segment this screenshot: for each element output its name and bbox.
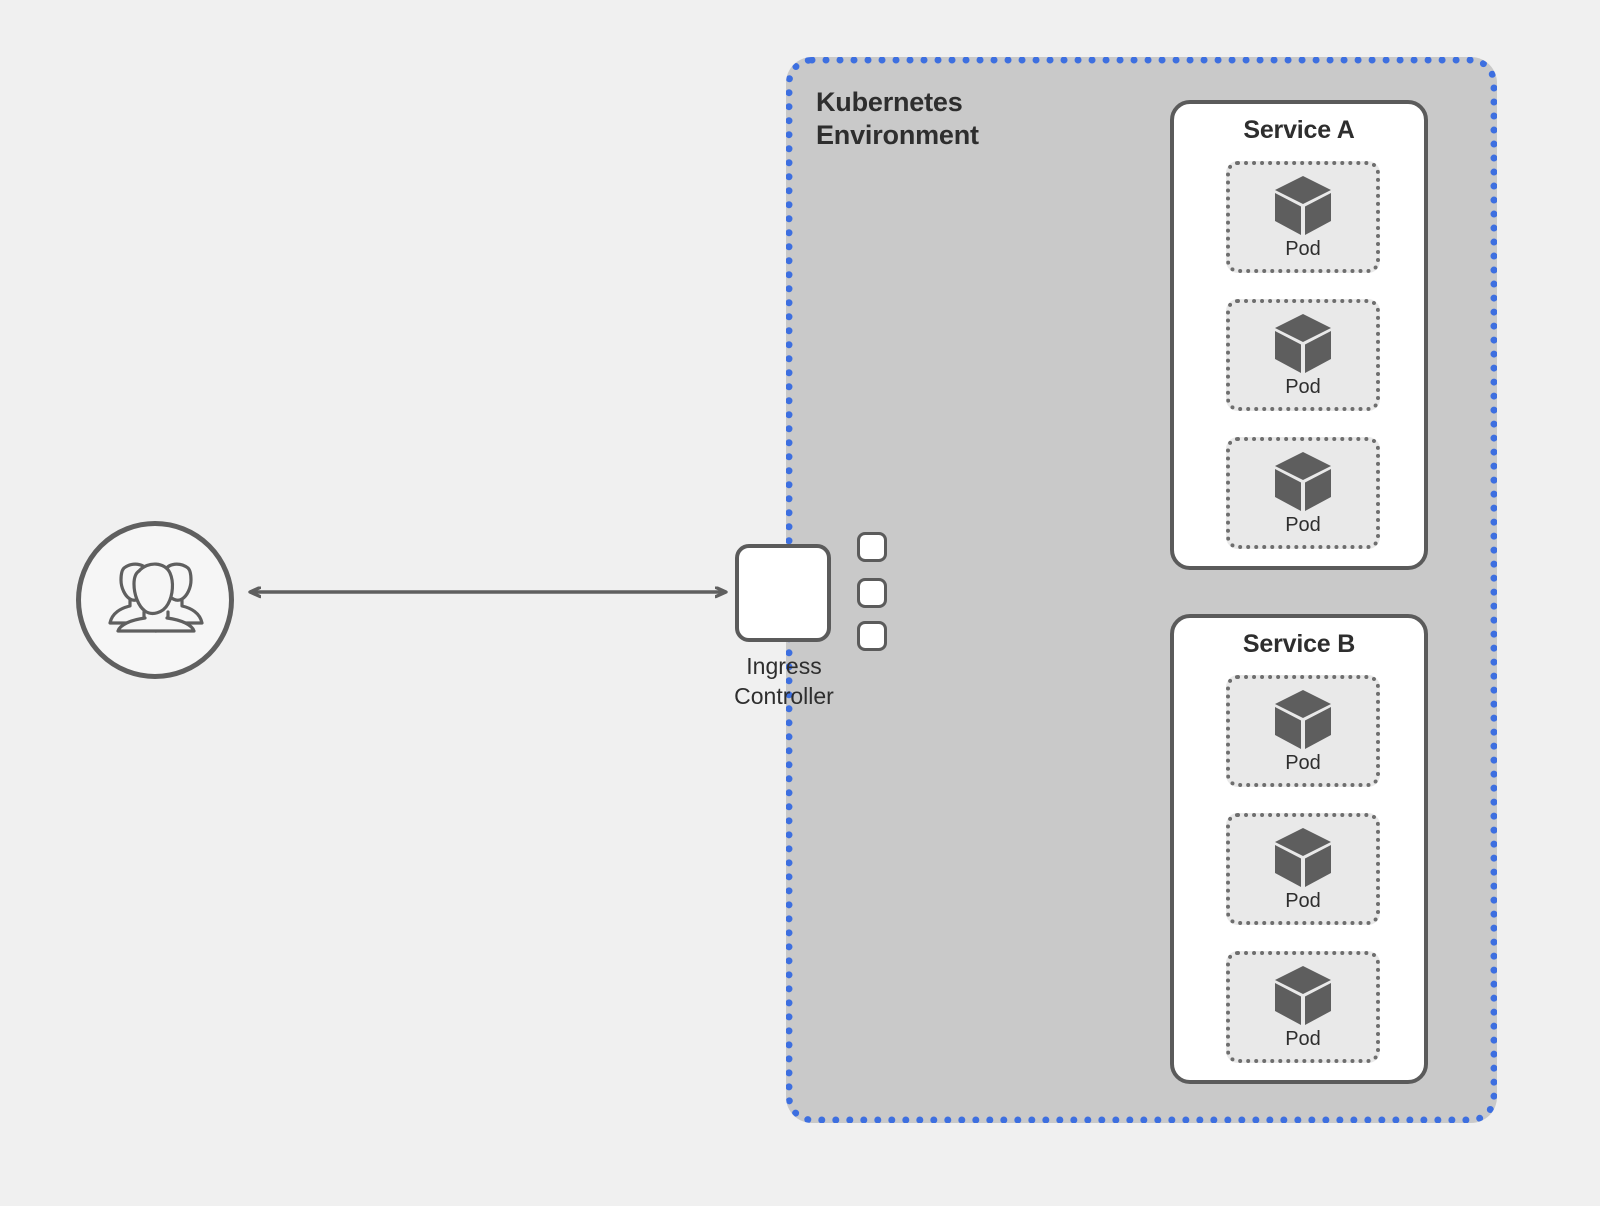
pod-label: Pod	[1285, 514, 1321, 536]
pod-label: Pod	[1285, 376, 1321, 398]
pod-label: Pod	[1285, 890, 1321, 912]
service-b-title: Service B	[1242, 630, 1356, 658]
service-a-title: Service A	[1243, 116, 1355, 144]
pod-label: Pod	[1285, 752, 1321, 774]
cube-icon	[1275, 314, 1331, 373]
pod-label: Pod	[1285, 238, 1321, 260]
pod-a-1[interactable]: Pod	[1226, 161, 1380, 273]
service-card-a[interactable]: Service A Pod Pod Pod	[1170, 100, 1428, 570]
cube-icon	[1275, 966, 1331, 1025]
pod-b-1[interactable]: Pod	[1226, 675, 1380, 787]
kubernetes-environment-title: Kubernetes Environment	[816, 87, 979, 150]
ingress-controller-label: Ingress Controller	[734, 653, 834, 710]
pod-b-2[interactable]: Pod	[1226, 813, 1380, 925]
pod-a-3[interactable]: Pod	[1226, 437, 1380, 549]
ingress-route-node-3[interactable]	[857, 621, 887, 651]
cube-icon	[1275, 452, 1331, 511]
ingress-controller-node[interactable]	[735, 544, 831, 642]
pod-label: Pod	[1285, 1028, 1321, 1050]
pod-a-2[interactable]: Pod	[1226, 299, 1380, 411]
ingress-route-node-2[interactable]	[857, 578, 887, 608]
client-users-node[interactable]	[76, 521, 234, 679]
pod-b-3[interactable]: Pod	[1226, 951, 1380, 1063]
users-icon	[108, 562, 204, 633]
cube-icon	[1275, 828, 1331, 887]
cube-icon	[1275, 176, 1331, 235]
cube-icon	[1275, 690, 1331, 749]
service-card-b[interactable]: Service B Pod Pod Pod	[1170, 614, 1428, 1084]
ingress-route-node-1[interactable]	[857, 532, 887, 562]
